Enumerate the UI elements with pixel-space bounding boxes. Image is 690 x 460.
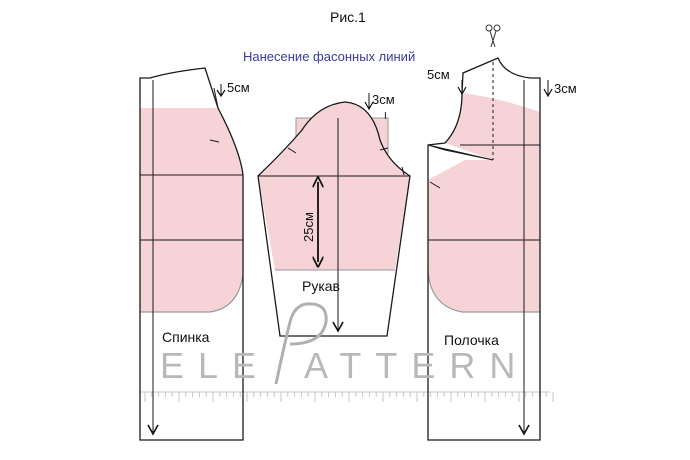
front-dart <box>427 144 494 161</box>
back-outline <box>139 67 244 441</box>
front-piece-label: Полочка <box>444 332 499 348</box>
scissors-icon <box>485 24 501 48</box>
sleeve-fill <box>258 102 410 270</box>
back-piece: 5см Спинка <box>139 67 250 441</box>
front-dim-right-label: 3см <box>554 81 577 96</box>
watermark-p-glyph <box>274 302 328 385</box>
back-dim-label: 5см <box>227 80 250 95</box>
front-piece: 5см 3см Полочка <box>427 57 577 441</box>
front-dim-left-label: 5см <box>427 67 450 82</box>
sleeve-dim-label: 3см <box>372 92 395 107</box>
watermark-right: ATTERN <box>304 345 529 386</box>
back-seam-line <box>140 274 244 313</box>
back-fill <box>140 108 243 312</box>
front-seam-line <box>427 269 540 313</box>
watermark-left: ELE <box>160 345 270 386</box>
watermark-ruler <box>140 391 554 402</box>
sleeve-tick-label: I <box>384 111 387 122</box>
back-piece-label: Спинка <box>162 329 210 345</box>
sleeve-length-label: 25см <box>301 212 316 242</box>
sleeve-piece: 3см I 25см Рукав <box>257 92 411 337</box>
watermark-logo: ELE ATTERN <box>160 302 529 386</box>
figure-subtitle: Нанесение фасонных линий <box>243 49 415 64</box>
figure-title: Рис.1 <box>330 9 366 25</box>
front-fill <box>428 93 540 312</box>
sleeve-outline <box>257 101 411 337</box>
sleeve-piece-label: Рукав <box>302 278 340 294</box>
